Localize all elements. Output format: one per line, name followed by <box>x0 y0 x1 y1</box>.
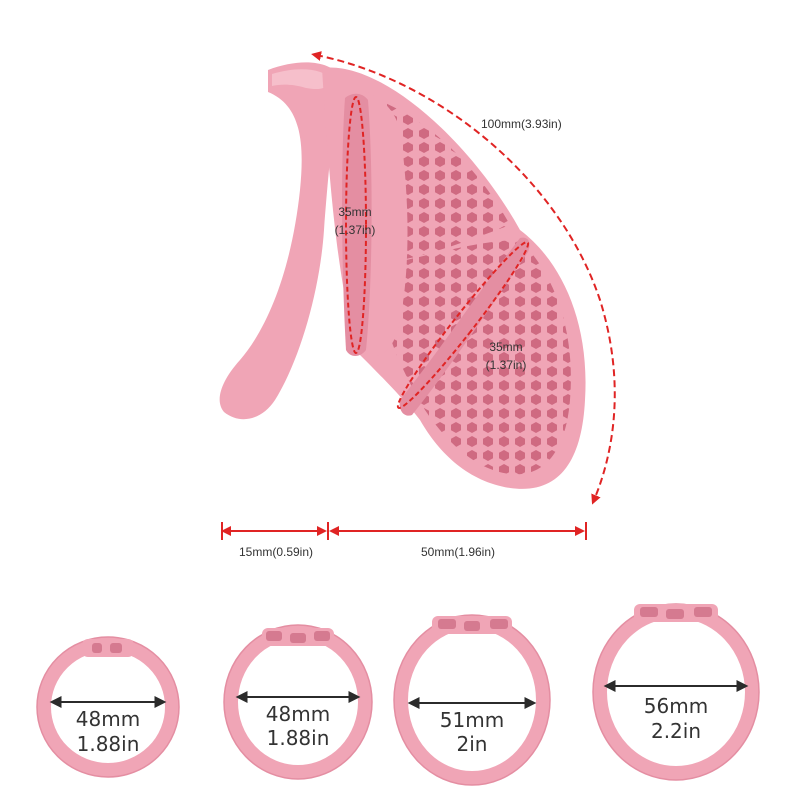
length-curve-label: 100mm(3.93in) <box>481 117 562 131</box>
ring-3: 51mm 2in <box>393 614 551 786</box>
ring-1-size-mm: 48mm <box>76 707 140 731</box>
cage-length-label: 50mm(1.96in) <box>421 545 495 559</box>
ring-3-size-in: 2in <box>457 732 488 756</box>
base-ring-diameter-in: (1.37in) <box>335 223 376 237</box>
ring-3-size-mm: 51mm <box>440 708 504 732</box>
ring-1: 48mm 1.88in <box>36 636 180 778</box>
base-ring-diameter-mm: 35mm <box>338 205 371 219</box>
ring-1-size-in: 1.88in <box>77 732 140 756</box>
ring-4-size-in: 2.2in <box>651 719 701 743</box>
ring-slot-icon <box>92 643 102 653</box>
width-dimensions: 15mm(0.59in) 50mm(1.96in) <box>221 522 587 559</box>
ring-4-size-mm: 56mm <box>644 694 708 718</box>
base-ring-arm <box>219 62 342 420</box>
gap-width-label: 15mm(0.59in) <box>239 545 313 559</box>
ring-4: 56mm 2.2in <box>592 603 760 781</box>
cage-diameter-mm: 35mm <box>489 340 522 354</box>
cage-illustration: 100mm(3.93in) 35mm (1.37in) 35mm (1.37in… <box>219 51 616 505</box>
ring-2-size-mm: 48mm <box>266 702 330 726</box>
cage-diameter-in: (1.37in) <box>486 358 527 372</box>
ring-2-size-in: 1.88in <box>267 726 330 750</box>
ring-2: 48mm 1.88in <box>223 624 373 780</box>
length-arc-arrow <box>311 51 616 505</box>
